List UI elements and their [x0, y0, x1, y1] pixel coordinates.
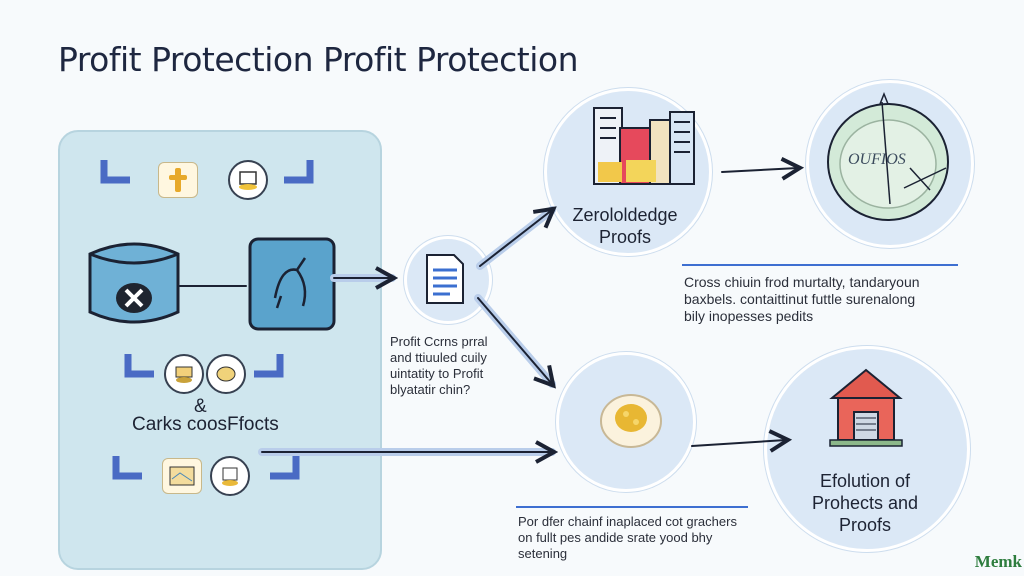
panel-caption: Carks coosFfocts [132, 414, 279, 435]
container-x-icon [84, 238, 184, 328]
watermark: Memk [974, 552, 1022, 571]
bird-square-icon [247, 236, 337, 332]
document-icon [424, 252, 466, 306]
bracket-right-icon [254, 354, 284, 378]
coin-icon [598, 388, 664, 450]
bracket-left-icon [112, 456, 142, 480]
coin-badge-icon [210, 456, 250, 496]
page-title: Profit Protection Profit Protection [58, 40, 579, 79]
middle-note: Profit Ccrns prral and ttiuuled cuily ui… [390, 334, 488, 397]
map-tile-icon [162, 458, 202, 494]
bracket-right-icon [284, 160, 314, 184]
top-right-rule [682, 264, 958, 266]
coin-badge-icon [206, 354, 246, 394]
bottom-note: Por dfer chainf inaplaced cot grachers o… [518, 514, 737, 561]
evolution-label: Efolution of Prohects and Proofs [811, 471, 919, 535]
bracket-left-icon [124, 354, 154, 378]
bracket-right-icon [270, 456, 300, 480]
bottom-rule [516, 506, 748, 508]
city-buildings-icon [590, 102, 700, 186]
top-right-note: Cross chiuin frod murtalty, tandaryoun b… [684, 274, 920, 324]
ampersand-label: & [194, 396, 207, 417]
key-tile-icon [158, 162, 198, 198]
bracket-left-icon [100, 160, 130, 184]
coin-badge-icon [228, 160, 268, 200]
left-panel: & Carks coosFfocts [58, 130, 382, 570]
evolution-circle [764, 346, 970, 552]
plate-text: OUFIOS [848, 151, 906, 168]
zk-proofs-label: Zerololdedge Proofs [572, 205, 678, 247]
coin-badge-icon [164, 354, 204, 394]
plate-sketch-icon: OUFIOS [818, 91, 958, 232]
bank-house-icon [826, 364, 906, 450]
